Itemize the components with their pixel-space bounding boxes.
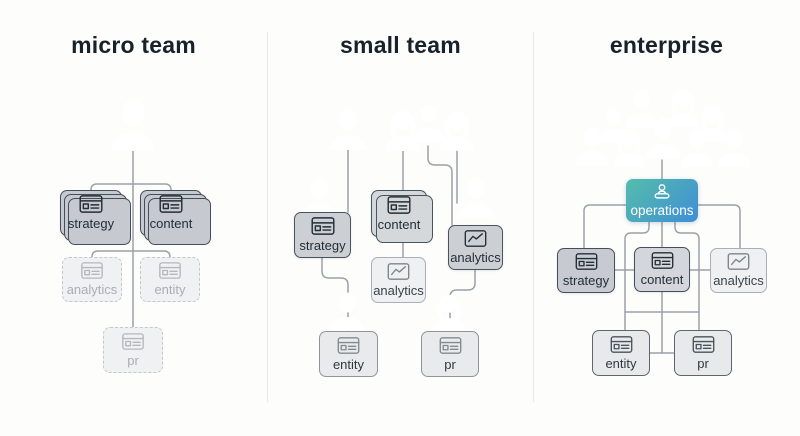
node-strategy: strategy — [557, 248, 615, 293]
line-chart-icon — [464, 230, 487, 247]
node-label: entity — [605, 355, 637, 371]
node-label: pr — [444, 356, 456, 372]
browser-window-icon — [79, 195, 103, 213]
panel-title-micro-team: micro team — [71, 32, 196, 58]
node-entity: entity — [592, 330, 650, 376]
line-chart-icon — [727, 253, 750, 270]
node-strategy: strategy — [60, 190, 122, 236]
node-content: content — [140, 190, 202, 236]
node-pr: pr — [103, 327, 163, 373]
column-divider — [533, 32, 534, 402]
node-strategy: strategy — [294, 212, 351, 258]
node-label: strategy — [299, 238, 346, 253]
node-label: entity — [332, 356, 365, 372]
person-icon — [433, 109, 481, 151]
browser-window-icon — [387, 196, 411, 214]
node-label: content — [377, 216, 421, 232]
node-pr: pr — [674, 330, 732, 376]
node-label: content — [149, 216, 193, 231]
node-analytics: analytics — [62, 257, 122, 302]
node-label: pr — [127, 352, 139, 368]
node-entity: entity — [319, 331, 378, 377]
browser-window-icon — [610, 336, 633, 353]
node-label: content — [640, 272, 684, 287]
person-icon — [102, 97, 164, 151]
node-label: strategy — [562, 273, 610, 288]
person-icon — [323, 107, 373, 150]
person-icon — [452, 176, 500, 218]
person-icon — [426, 292, 472, 332]
node-label: strategy — [67, 216, 115, 231]
browser-window-icon — [439, 337, 462, 354]
node-entity: entity — [140, 257, 200, 302]
browser-window-icon — [692, 336, 715, 353]
line-chart-icon — [387, 263, 410, 280]
node-pr: pr — [421, 331, 479, 377]
browser-window-icon — [122, 333, 144, 350]
column-divider — [267, 32, 268, 402]
node-label: entity — [154, 282, 186, 297]
node-operations: operations — [626, 179, 698, 222]
node-analytics: analytics — [371, 257, 426, 303]
node-label: operations — [630, 203, 694, 218]
node-analytics: analytics — [710, 248, 767, 293]
node-label: pr — [697, 355, 709, 371]
node-label: analytics — [713, 273, 764, 288]
browser-window-icon — [337, 337, 360, 354]
panel-title-enterprise: enterprise — [609, 32, 724, 58]
person-at-desk-icon — [651, 183, 673, 201]
browser-window-icon — [651, 252, 674, 269]
node-analytics: analytics — [448, 225, 503, 270]
person-icon — [324, 291, 370, 331]
person-icon — [711, 127, 757, 167]
node-content: content — [371, 190, 427, 237]
node-label: analytics — [450, 250, 501, 265]
node-label: analytics — [66, 282, 118, 297]
node-label: analytics — [373, 282, 424, 298]
browser-window-icon — [159, 195, 183, 213]
browser-window-icon — [311, 217, 335, 235]
browser-window-icon — [81, 262, 103, 279]
person-icon — [378, 108, 428, 151]
browser-window-icon — [159, 262, 181, 279]
node-content: content — [634, 247, 690, 292]
browser-window-icon — [575, 253, 598, 270]
panel-title-small-team: small team — [340, 32, 461, 58]
